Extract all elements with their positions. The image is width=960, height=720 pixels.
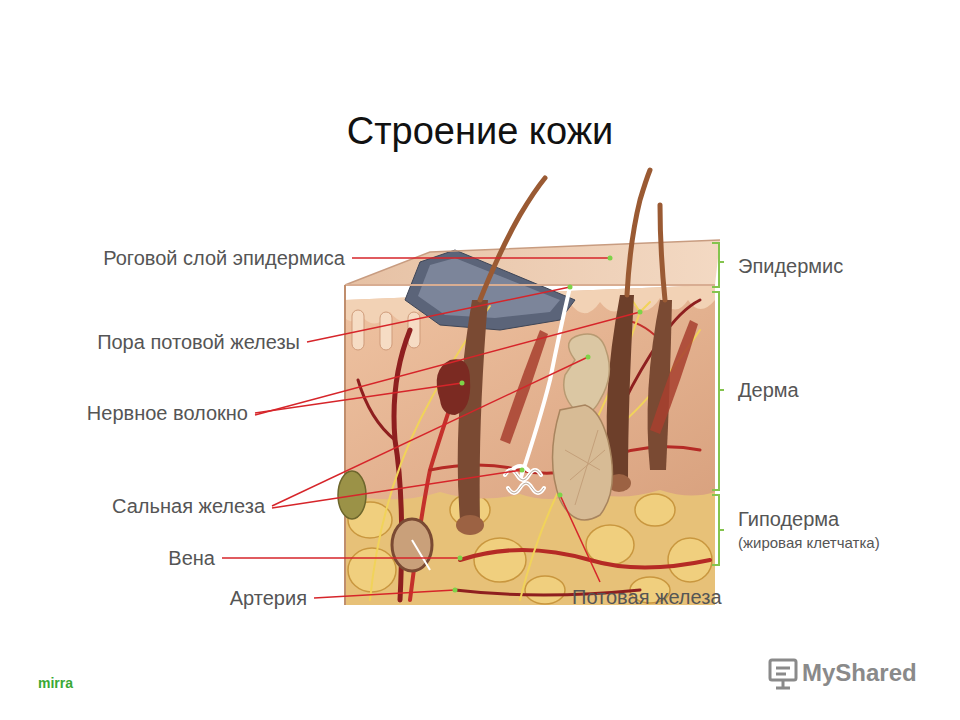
layer-brackets bbox=[712, 495, 724, 565]
part-label: Сальная железа bbox=[112, 495, 265, 518]
hairs bbox=[480, 170, 665, 300]
leader-dots bbox=[568, 285, 573, 290]
diagram-title: Строение кожи bbox=[0, 110, 960, 154]
side-structures bbox=[412, 540, 430, 570]
hairs bbox=[480, 178, 545, 300]
sweat-gland bbox=[505, 466, 544, 493]
watermark-icon bbox=[770, 660, 796, 680]
dermis bbox=[380, 312, 392, 350]
part-label: Артерия bbox=[230, 587, 307, 610]
hypodermis bbox=[635, 494, 675, 526]
hairs bbox=[660, 205, 665, 300]
sweat-gland bbox=[505, 287, 570, 493]
layer-note: (жировая клетчатка) bbox=[738, 534, 880, 551]
leader-dots bbox=[453, 588, 458, 593]
sebaceous-glands bbox=[437, 334, 613, 520]
leader-lines bbox=[272, 470, 522, 508]
leader-dots bbox=[608, 256, 613, 261]
layer-brackets bbox=[712, 292, 724, 490]
watermark-icon bbox=[776, 668, 790, 674]
leader-dots bbox=[460, 381, 465, 386]
hair-follicles bbox=[456, 515, 484, 535]
leader-dots bbox=[586, 355, 591, 360]
part-label: Роговой слой эпидермиса bbox=[103, 247, 345, 270]
layer-brackets bbox=[712, 243, 724, 565]
side-structures bbox=[392, 519, 432, 571]
epidermis bbox=[405, 250, 575, 330]
part-label: Вена bbox=[168, 547, 215, 570]
brand-logo: mirra bbox=[38, 675, 73, 691]
watermark: MyShared bbox=[802, 659, 917, 687]
part-label: Нервное волокно bbox=[87, 402, 248, 425]
vessels bbox=[358, 300, 710, 600]
vessels bbox=[358, 380, 395, 440]
watermark-icon bbox=[770, 660, 796, 688]
arrector-muscles bbox=[500, 320, 698, 444]
nerves bbox=[370, 300, 700, 600]
leader-lines bbox=[255, 312, 640, 415]
layer-brackets bbox=[712, 243, 724, 287]
leader-lines bbox=[314, 590, 455, 598]
leader-dots bbox=[638, 310, 643, 315]
sebaceous-glands bbox=[565, 430, 605, 505]
epidermis bbox=[344, 285, 346, 605]
sebaceous-glands bbox=[553, 405, 613, 520]
sebaceous-glands bbox=[437, 359, 471, 415]
sweat-gland bbox=[505, 470, 544, 493]
epidermis bbox=[345, 284, 715, 286]
hypodermis bbox=[474, 538, 526, 582]
part-label: Потовая железа bbox=[572, 586, 722, 609]
layer-label: Эпидермис bbox=[738, 255, 843, 278]
part-label: Пора потовой железы bbox=[97, 331, 300, 354]
leader-dots bbox=[458, 556, 463, 561]
leader-dots bbox=[453, 256, 643, 593]
watermark-icon bbox=[776, 680, 790, 688]
hair-follicles bbox=[456, 295, 672, 535]
layer-label: Гиподерма bbox=[738, 508, 839, 531]
leader-lines bbox=[222, 557, 460, 559]
arrector-muscles bbox=[650, 320, 698, 434]
vessels bbox=[460, 550, 710, 568]
layer-label: Дерма bbox=[738, 379, 799, 402]
leader-dots bbox=[558, 493, 563, 498]
sweat-gland bbox=[520, 287, 570, 480]
hairs bbox=[627, 170, 650, 295]
hypodermis bbox=[525, 576, 565, 604]
leader-dots bbox=[520, 468, 525, 473]
sebaceous-glands bbox=[564, 334, 610, 413]
leader-lines bbox=[222, 258, 640, 598]
leader-lines bbox=[352, 257, 610, 259]
leader-lines bbox=[307, 287, 570, 342]
leader-lines bbox=[560, 495, 600, 582]
